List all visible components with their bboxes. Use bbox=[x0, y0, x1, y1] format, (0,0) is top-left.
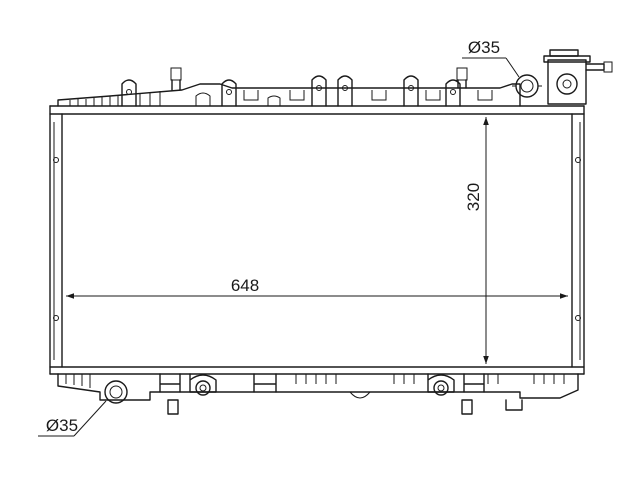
outlet-pipe bbox=[104, 380, 128, 404]
top-tank bbox=[49, 75, 585, 115]
outlet-leader bbox=[38, 400, 107, 437]
outlet-diameter-label: Ø35 bbox=[46, 416, 78, 435]
filler-neck bbox=[543, 49, 613, 105]
left-side-bracket bbox=[49, 113, 63, 368]
inlet-pipe bbox=[512, 74, 542, 98]
bottom-pegs bbox=[167, 399, 523, 415]
right-side-bracket bbox=[571, 113, 585, 368]
radiator-core bbox=[61, 113, 573, 368]
top-small-nipple bbox=[456, 67, 468, 89]
height-dimension-label: 320 bbox=[464, 183, 483, 211]
bottom-tank bbox=[49, 366, 585, 401]
inlet-diameter-label: Ø35 bbox=[468, 38, 500, 57]
top-vent-nipple bbox=[170, 67, 182, 91]
inlet-leader bbox=[462, 57, 520, 78]
width-dimension-label: 648 bbox=[231, 276, 259, 295]
